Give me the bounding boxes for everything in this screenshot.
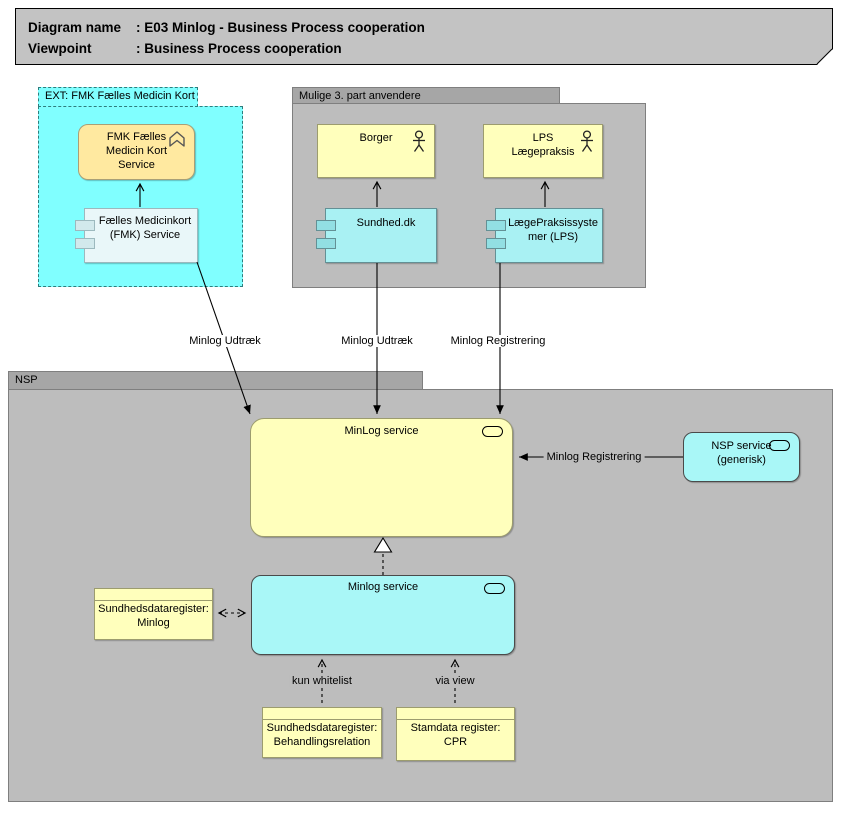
node-label: Fælles Medicinkort (FMK) Service <box>98 215 192 241</box>
node-label: Sundhedsdataregister: Minlog <box>98 603 209 629</box>
node-sdr-minlog[interactable]: Sundhedsdataregister: Minlog <box>94 588 213 640</box>
node-label: Minlog service <box>347 581 419 593</box>
node-label: MinLog service <box>344 425 419 437</box>
group-mulige-tab[interactable]: Mulige 3. part anvendere <box>292 87 560 104</box>
group-ext-fmk-label: EXT: FMK Fælles Medicin Kort <box>45 90 195 102</box>
node-borger-actor[interactable]: Borger <box>317 124 435 178</box>
node-lps-actor[interactable]: LPS Lægepraksis <box>483 124 603 178</box>
viewpoint-label: Viewpoint <box>28 41 92 56</box>
component-icon <box>75 220 95 231</box>
viewpoint-row: Viewpoint : Business Process cooperation <box>28 38 832 59</box>
node-label: LægePraksissystemer (LPS) <box>508 217 598 243</box>
node-label: LPS Lægepraksis <box>511 132 575 158</box>
service-icon <box>484 583 505 594</box>
node-sdr-behandling[interactable]: Sundhedsdataregister: Behandlingsrelatio… <box>262 707 382 758</box>
node-label: Stamdata register: CPR <box>410 722 501 748</box>
edge-label-minlog-registrering-top: Minlog Registrering <box>447 335 549 347</box>
edge-label-minlog-udtraek-sundhed: Minlog Udtræk <box>338 335 416 347</box>
node-minlog-service-app[interactable]: Minlog service <box>251 575 515 655</box>
group-ext-fmk-tab[interactable]: EXT: FMK Fælles Medicin Kort <box>38 87 198 107</box>
diagram-name-row: Diagram name : E03 Minlog - Business Pro… <box>28 17 832 38</box>
node-stamdata-cpr[interactable]: Stamdata register: CPR <box>396 707 515 761</box>
edge-label-kun-whitelist: kun whitelist <box>289 675 355 687</box>
edge-label-via-view: via view <box>432 675 478 687</box>
viewpoint-value: : Business Process cooperation <box>136 41 342 56</box>
actor-icon <box>579 130 595 158</box>
node-nsp-service-generic[interactable]: NSP service (generisk) <box>683 432 800 482</box>
component-icon <box>316 220 336 231</box>
group-mulige-label: Mulige 3. part anvendere <box>299 90 421 102</box>
process-chevron-icon <box>167 130 187 153</box>
node-sundhed-component[interactable]: Sundhed.dk <box>316 208 437 263</box>
node-label: Borger <box>359 132 393 144</box>
service-icon <box>482 426 503 437</box>
component-icon <box>316 238 336 249</box>
title-block: Diagram name : E03 Minlog - Business Pro… <box>15 8 833 65</box>
service-icon <box>769 440 790 451</box>
node-fmk-service[interactable]: FMK Fælles Medicin Kort Service <box>78 124 195 180</box>
group-nsp-tab[interactable]: NSP <box>8 371 423 390</box>
component-icon <box>75 238 95 249</box>
node-label: FMK Fælles Medicin Kort Service <box>105 131 168 171</box>
node-label: Sundhedsdataregister: Behandlingsrelatio… <box>266 722 378 748</box>
actor-icon <box>411 130 427 158</box>
data-object-band <box>263 708 381 720</box>
component-icon <box>486 238 506 249</box>
node-lps-component[interactable]: LægePraksissystemer (LPS) <box>486 208 603 263</box>
data-object-band <box>95 589 212 601</box>
diagram-name-label: Diagram name <box>28 20 122 35</box>
diagram-name-value: : E03 Minlog - Business Process cooperat… <box>136 20 425 35</box>
edge-label-minlog-registrering-right: Minlog Registrering <box>543 451 645 463</box>
node-fmk-component[interactable]: Fælles Medicinkort (FMK) Service <box>75 208 198 263</box>
node-label: Sundhed.dk <box>356 217 416 229</box>
group-nsp-label: NSP <box>15 374 38 386</box>
data-object-band <box>397 708 514 720</box>
component-icon <box>486 220 506 231</box>
node-minlog-service-main[interactable]: MinLog service <box>250 418 513 537</box>
node-label: NSP service (generisk) <box>711 440 772 466</box>
edge-label-minlog-udtraek-fmk: Minlog Udtræk <box>186 335 264 347</box>
